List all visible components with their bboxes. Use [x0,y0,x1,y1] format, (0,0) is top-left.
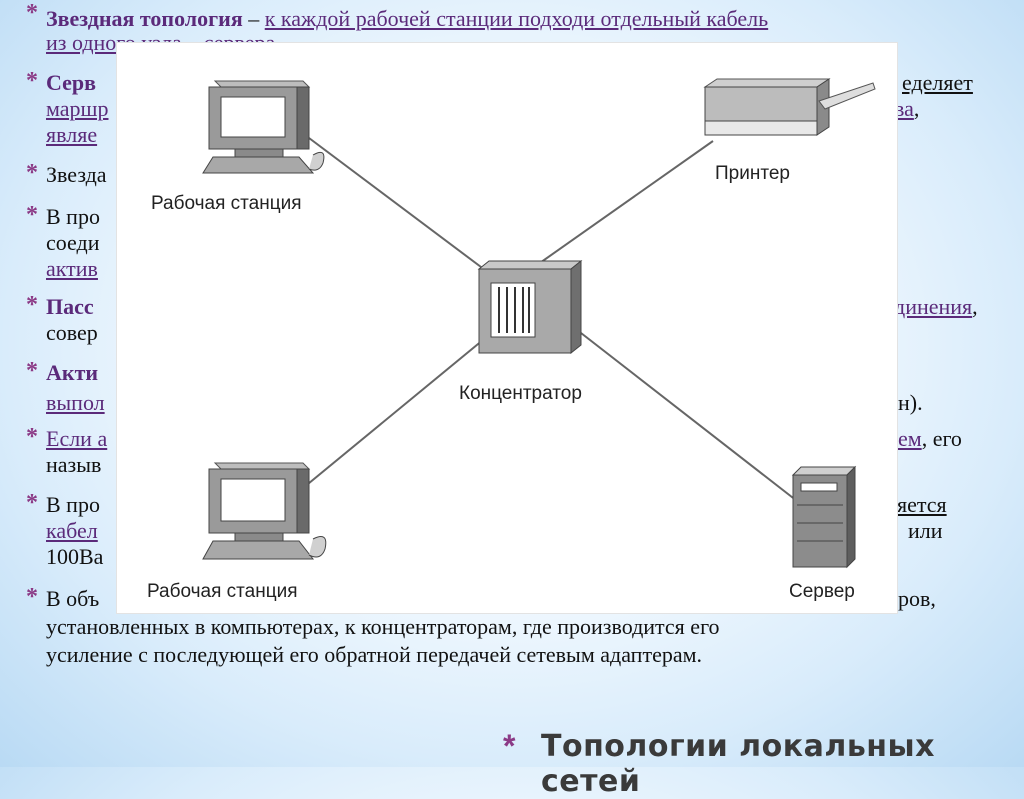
server-icon [791,465,857,569]
hub-icon [477,259,583,355]
title-star-icon: * [503,728,516,764]
label-server: Сервер [789,581,855,602]
slide: * Звездная топология – к каждой рабочей … [26,0,978,799]
cable-server [580,332,798,502]
bullet-1-bold: Звездная топология [46,6,243,31]
slide-title: Топологии локальных сетей [541,729,935,799]
cable-lines [296,128,798,502]
workstation-top-icon [202,80,325,174]
label-workstation-top: Рабочая станция [151,193,302,214]
label-workstation-bottom: Рабочая станция [147,581,298,602]
bullet-star: * [26,0,38,26]
workstation-bottom-icon [202,462,327,560]
cable-ws-bottom [296,334,490,494]
star-topology-diagram: Рабочая станция Принтер Концентратор Раб… [116,42,898,614]
label-printer: Принтер [715,163,790,184]
printer-icon [703,78,876,136]
diagram-graphics [202,78,876,569]
cable-ws-top [296,128,490,274]
label-hub: Концентратор [459,383,582,404]
cable-printer [536,140,714,266]
bullet-1-link[interactable]: к каждой рабочей станции подходи отдельн… [264,6,769,31]
